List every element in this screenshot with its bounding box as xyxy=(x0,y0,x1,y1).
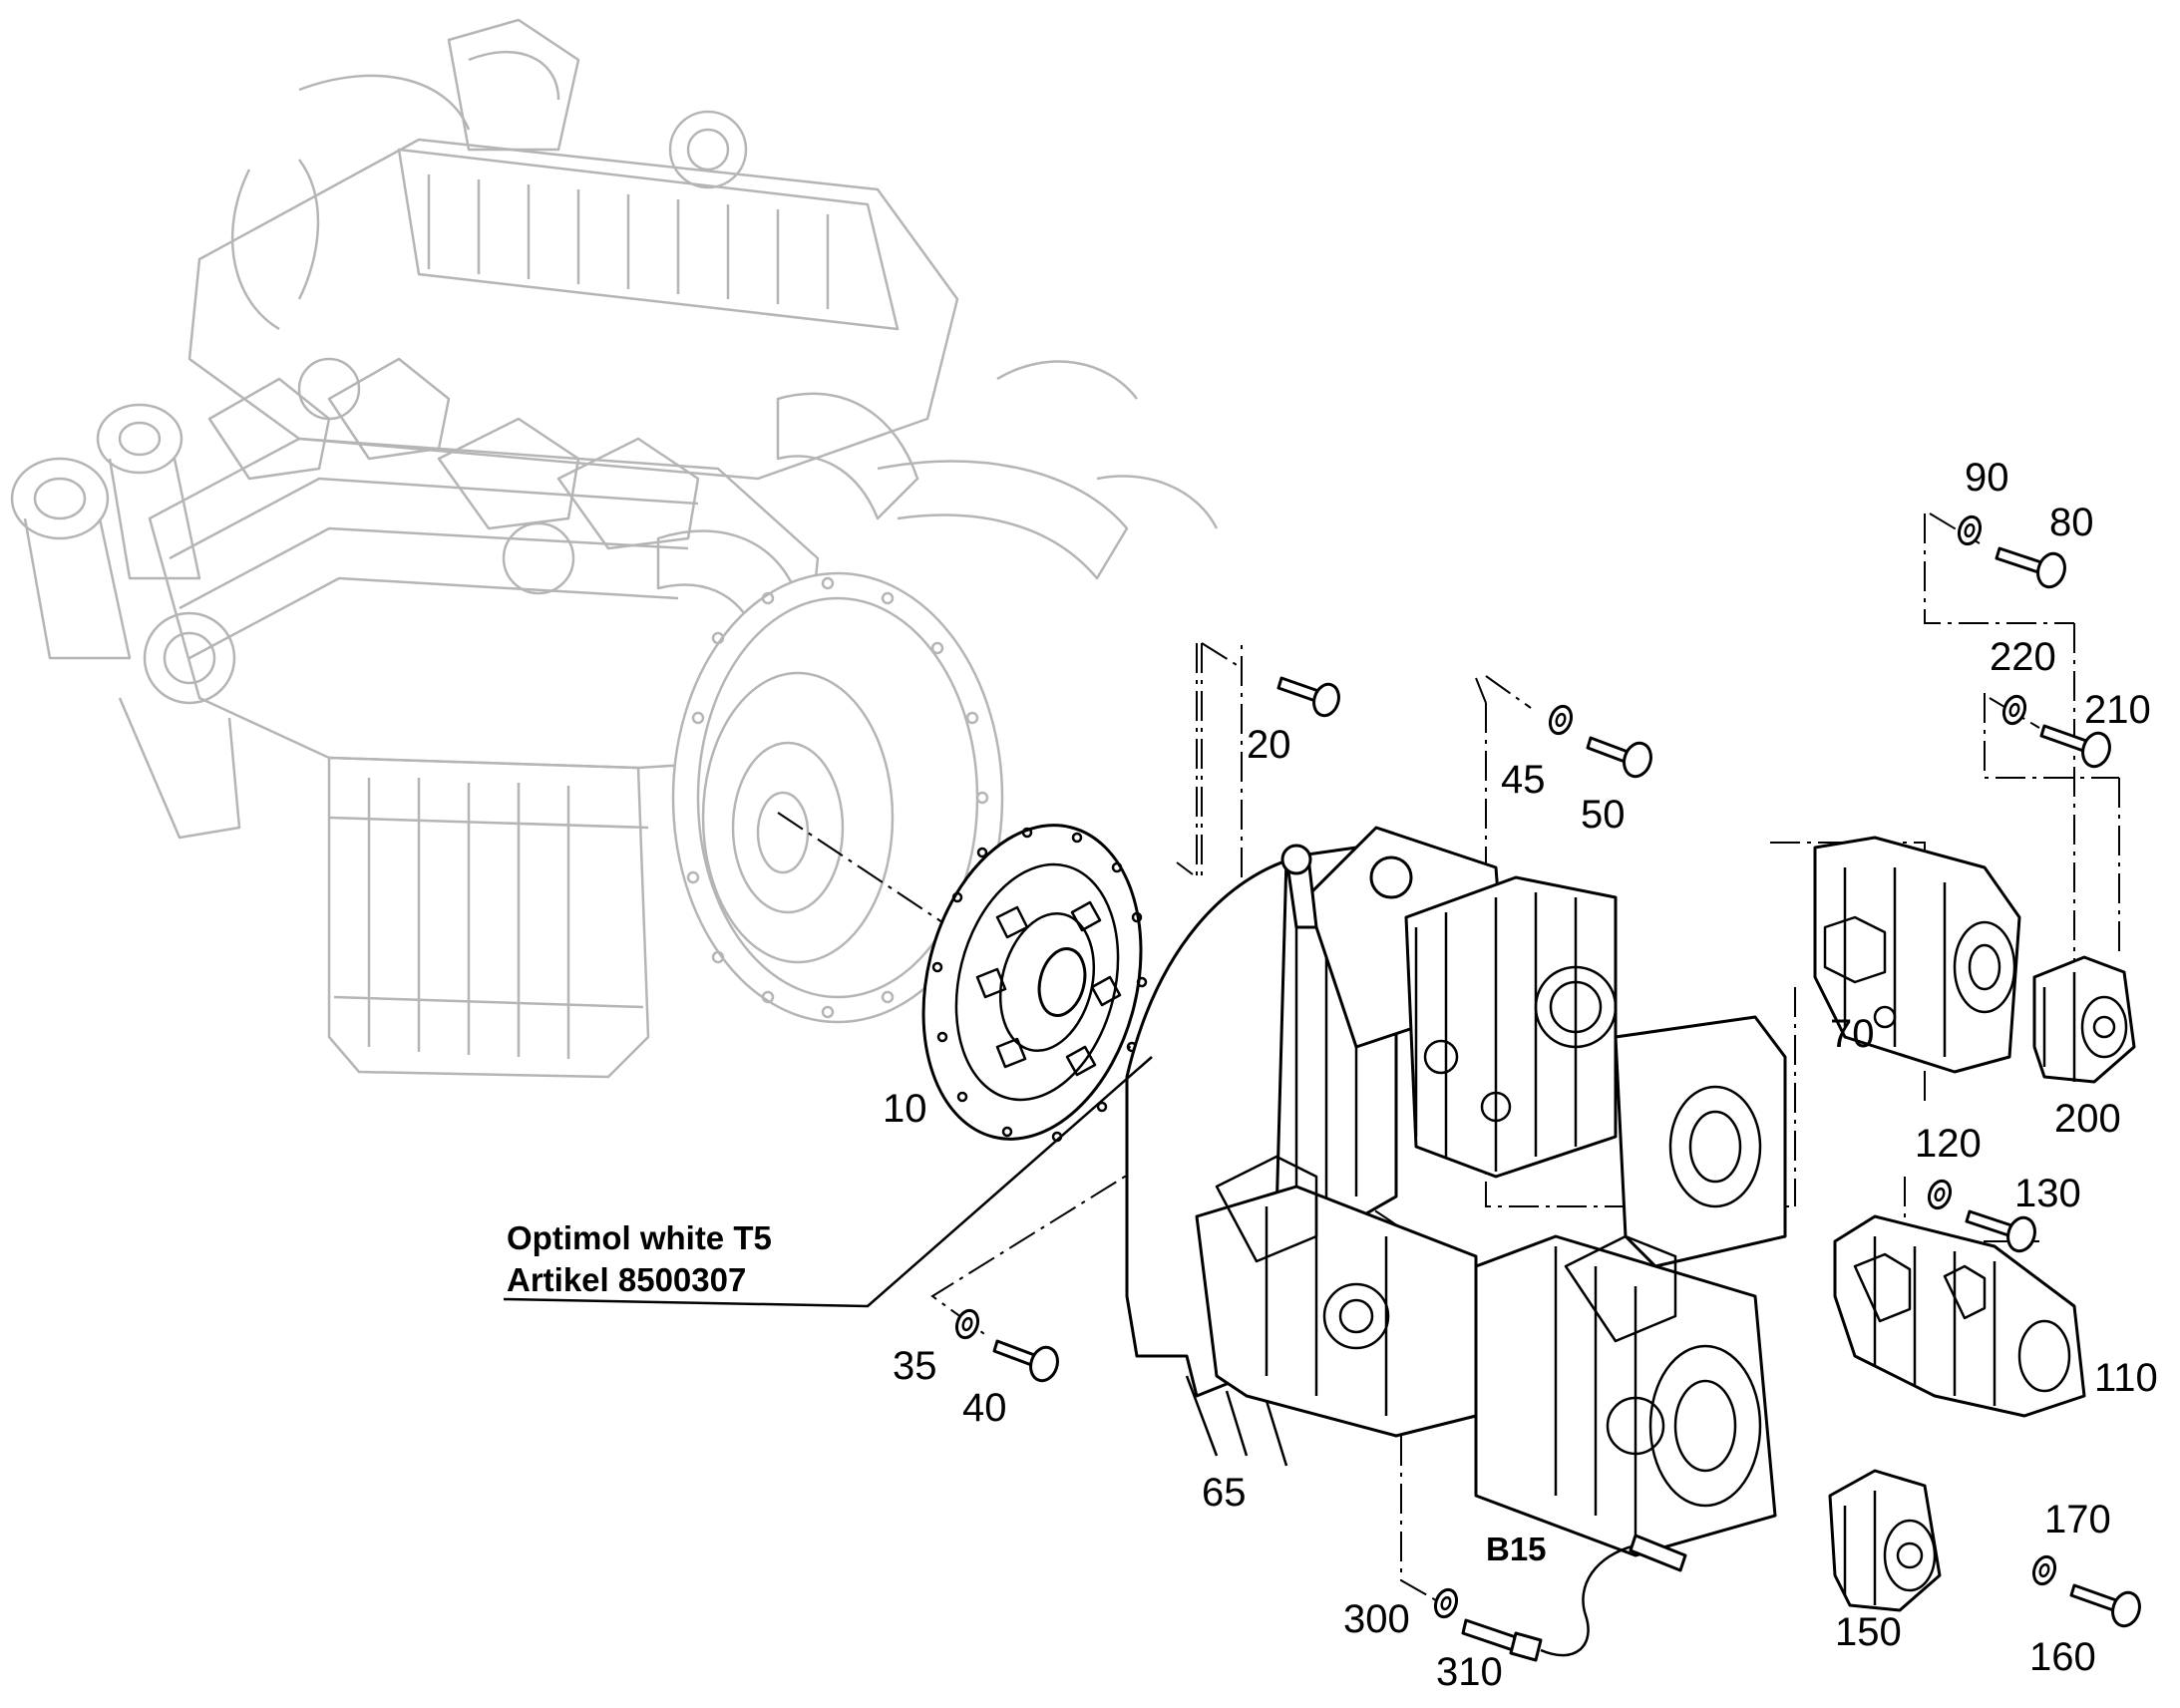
washer-icon xyxy=(2031,1554,2057,1586)
callout-120: 120 xyxy=(1915,1122,1982,1166)
callout-170: 170 xyxy=(2044,1498,2111,1541)
gear-pump-icon xyxy=(1828,1469,1942,1612)
callout-210: 210 xyxy=(2084,688,2151,732)
bolt-icon xyxy=(1965,1209,2036,1253)
lubricant-note: Optimol white T5 Artikel 8500307 xyxy=(507,1219,772,1298)
callout-65: 65 xyxy=(1202,1471,1247,1515)
callout-45: 45 xyxy=(1501,758,1546,802)
callout-160: 160 xyxy=(2029,1635,2096,1679)
bolt-icon xyxy=(1586,736,1652,779)
callout-130: 130 xyxy=(2014,1172,2081,1215)
note-leader xyxy=(503,1056,1153,1308)
callout-b15: B15 xyxy=(1486,1531,1547,1567)
hydraulic-pump-icon xyxy=(1833,1214,2086,1418)
callout-310: 310 xyxy=(1436,1650,1503,1694)
bolt-icon xyxy=(992,1339,1059,1383)
callout-40: 40 xyxy=(962,1386,1007,1430)
gear-pump-icon xyxy=(2032,955,2136,1084)
bolt-icon xyxy=(1276,676,1340,718)
pump-gearbox-icon xyxy=(1125,826,1787,1557)
callout-220: 220 xyxy=(1990,635,2056,679)
note-line-2: Artikel 8500307 xyxy=(507,1261,746,1298)
callout-200: 200 xyxy=(2054,1097,2121,1141)
callout-10: 10 xyxy=(883,1087,927,1131)
callout-70: 70 xyxy=(1830,1012,1875,1056)
callout-20: 20 xyxy=(1247,723,1291,767)
callout-80: 80 xyxy=(2049,501,2094,544)
fasteners xyxy=(954,514,2141,1628)
pressure-sensor-icon xyxy=(1461,1534,1687,1662)
engine-icon xyxy=(10,18,1219,1079)
bolt-icon xyxy=(2069,1583,2141,1628)
note-line-1: Optimol white T5 xyxy=(507,1219,772,1256)
flywheel-icon xyxy=(671,571,1004,1024)
washer-icon xyxy=(1927,1179,1953,1210)
washer-icon xyxy=(954,1308,980,1340)
callout-110: 110 xyxy=(2094,1356,2158,1400)
callout-35: 35 xyxy=(893,1344,937,1388)
callout-labels: 10 20 35 40 45 50 65 70 80 90 110 120 13… xyxy=(883,456,2158,1694)
callout-300: 300 xyxy=(1343,1597,1410,1641)
washer-icon xyxy=(1957,514,1983,546)
hydraulic-pump-icon xyxy=(1813,836,2021,1074)
washer-icon xyxy=(1548,704,1574,736)
callout-90: 90 xyxy=(1965,456,2009,500)
bolt-icon xyxy=(1995,546,2066,589)
bolt-icon xyxy=(2039,724,2111,769)
washer-icon xyxy=(1433,1587,1459,1619)
callout-150: 150 xyxy=(1835,1610,1902,1654)
coupling-icon xyxy=(921,824,1148,1143)
washer-icon xyxy=(2001,694,2027,726)
callout-50: 50 xyxy=(1581,793,1626,837)
